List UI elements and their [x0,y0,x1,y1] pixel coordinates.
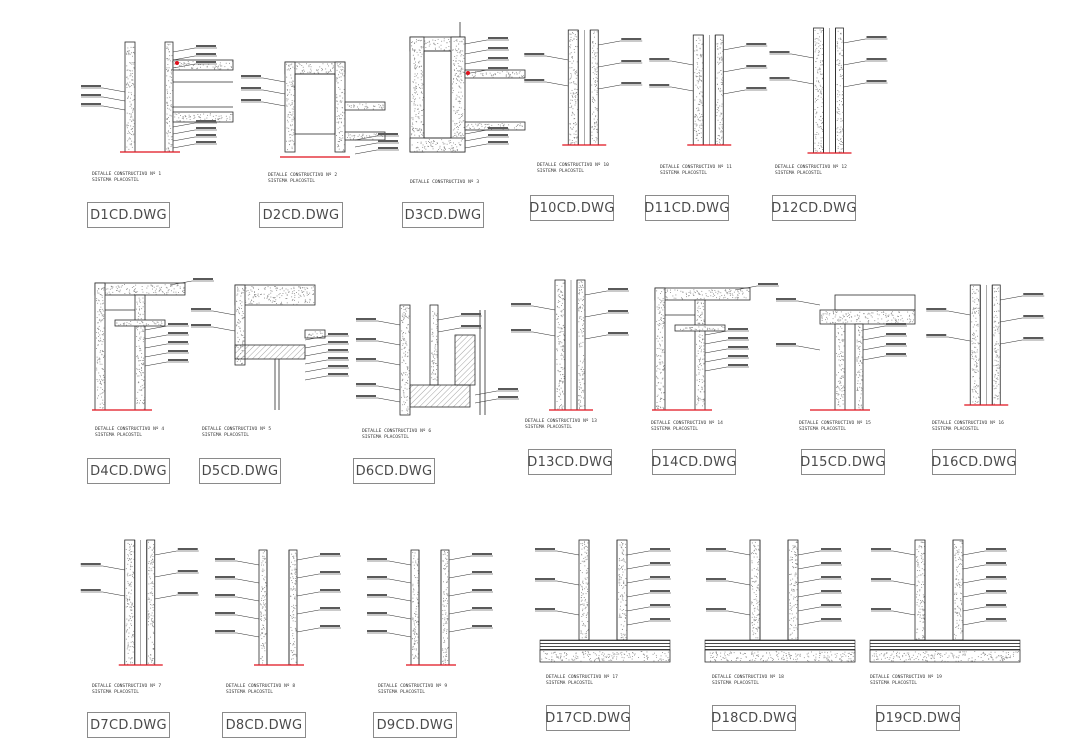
file-label-d14[interactable]: D14CD.DWG [651,449,736,475]
caption-d19-title: DETALLE CONSTRUCTIVO Nº 19 [870,674,942,680]
file-label-d9[interactable]: D9CD.DWG [373,712,457,738]
caption-d6-system: SISTEMA PLACOSTIL [362,434,409,440]
caption-d9-title: DETALLE CONSTRUCTIVO Nº 9 [378,683,447,689]
caption-d5-system: SISTEMA PLACOSTIL [202,432,249,438]
file-label-d17[interactable]: D17CD.DWG [545,705,630,731]
file-label-d1[interactable]: D1CD.DWG [87,202,170,228]
caption-d14-system: SISTEMA PLACOSTIL [651,426,698,432]
caption-d7-system: SISTEMA PLACOSTIL [92,689,139,695]
file-label-d11[interactable]: D11CD.DWG [644,195,729,221]
caption-d6-title: DETALLE CONSTRUCTIVO Nº 6 [362,428,431,434]
file-label-d18[interactable]: D18CD.DWG [711,705,796,731]
caption-d13-system: SISTEMA PLACOSTIL [525,424,572,430]
file-label-d7[interactable]: D7CD.DWG [87,712,170,738]
caption-d11-system: SISTEMA PLACOSTIL [660,170,707,176]
caption-d2-title: DETALLE CONSTRUCTIVO Nº 2 [268,172,337,178]
caption-d9-system: SISTEMA PLACOSTIL [378,689,425,695]
file-label-d6[interactable]: D6CD.DWG [353,458,435,484]
caption-d1-system: SISTEMA PLACOSTIL [92,177,139,183]
caption-d7-title: DETALLE CONSTRUCTIVO Nº 7 [92,683,161,689]
file-label-d5[interactable]: D5CD.DWG [199,458,281,484]
caption-d8-system: SISTEMA PLACOSTIL [226,689,273,695]
file-label-d16[interactable]: D16CD.DWG [931,449,1016,475]
caption-d1-title: DETALLE CONSTRUCTIVO Nº 1 [92,171,161,177]
file-label-d10[interactable]: D10CD.DWG [529,195,614,221]
file-label-d4[interactable]: D4CD.DWG [87,458,170,484]
caption-d14-title: DETALLE CONSTRUCTIVO Nº 14 [651,420,723,426]
file-label-d19[interactable]: D19CD.DWG [875,705,960,731]
caption-d10-system: SISTEMA PLACOSTIL [537,168,584,174]
caption-d18-system: SISTEMA PLACOSTIL [712,680,759,686]
caption-d16-system: SISTEMA PLACOSTIL [932,426,979,432]
caption-d11-title: DETALLE CONSTRUCTIVO Nº 11 [660,164,732,170]
caption-d18-title: DETALLE CONSTRUCTIVO Nº 18 [712,674,784,680]
caption-d15-title: DETALLE CONSTRUCTIVO Nº 15 [799,420,871,426]
caption-d3-title: DETALLE CONSTRUCTIVO Nº 3 [410,179,479,185]
file-label-d2[interactable]: D2CD.DWG [259,202,343,228]
caption-d2-system: SISTEMA PLACOSTIL [268,178,315,184]
caption-d12-title: DETALLE CONSTRUCTIVO Nº 12 [775,164,847,170]
caption-d4-system: SISTEMA PLACOSTIL [95,432,142,438]
file-label-d3[interactable]: D3CD.DWG [402,202,484,228]
file-label-d15[interactable]: D15CD.DWG [800,449,885,475]
caption-d17-system: SISTEMA PLACOSTIL [546,680,593,686]
file-label-d12[interactable]: D12CD.DWG [771,195,856,221]
caption-d5-title: DETALLE CONSTRUCTIVO Nº 5 [202,426,271,432]
caption-d16-title: DETALLE CONSTRUCTIVO Nº 16 [932,420,1004,426]
caption-d12-system: SISTEMA PLACOSTIL [775,170,822,176]
caption-d10-title: DETALLE CONSTRUCTIVO Nº 10 [537,162,609,168]
caption-d8-title: DETALLE CONSTRUCTIVO Nº 8 [226,683,295,689]
file-label-d8[interactable]: D8CD.DWG [222,712,306,738]
caption-d4-title: DETALLE CONSTRUCTIVO Nº 4 [95,426,164,432]
detail-drawing-d3: DETALLE CONSTRUCTIVO Nº 3 [409,22,526,185]
caption-d17-title: DETALLE CONSTRUCTIVO Nº 17 [546,674,618,680]
file-label-d13[interactable]: D13CD.DWG [527,449,612,475]
caption-d13-title: DETALLE CONSTRUCTIVO Nº 13 [525,418,597,424]
caption-d19-system: SISTEMA PLACOSTIL [870,680,917,686]
caption-d15-system: SISTEMA PLACOSTIL [799,426,846,432]
